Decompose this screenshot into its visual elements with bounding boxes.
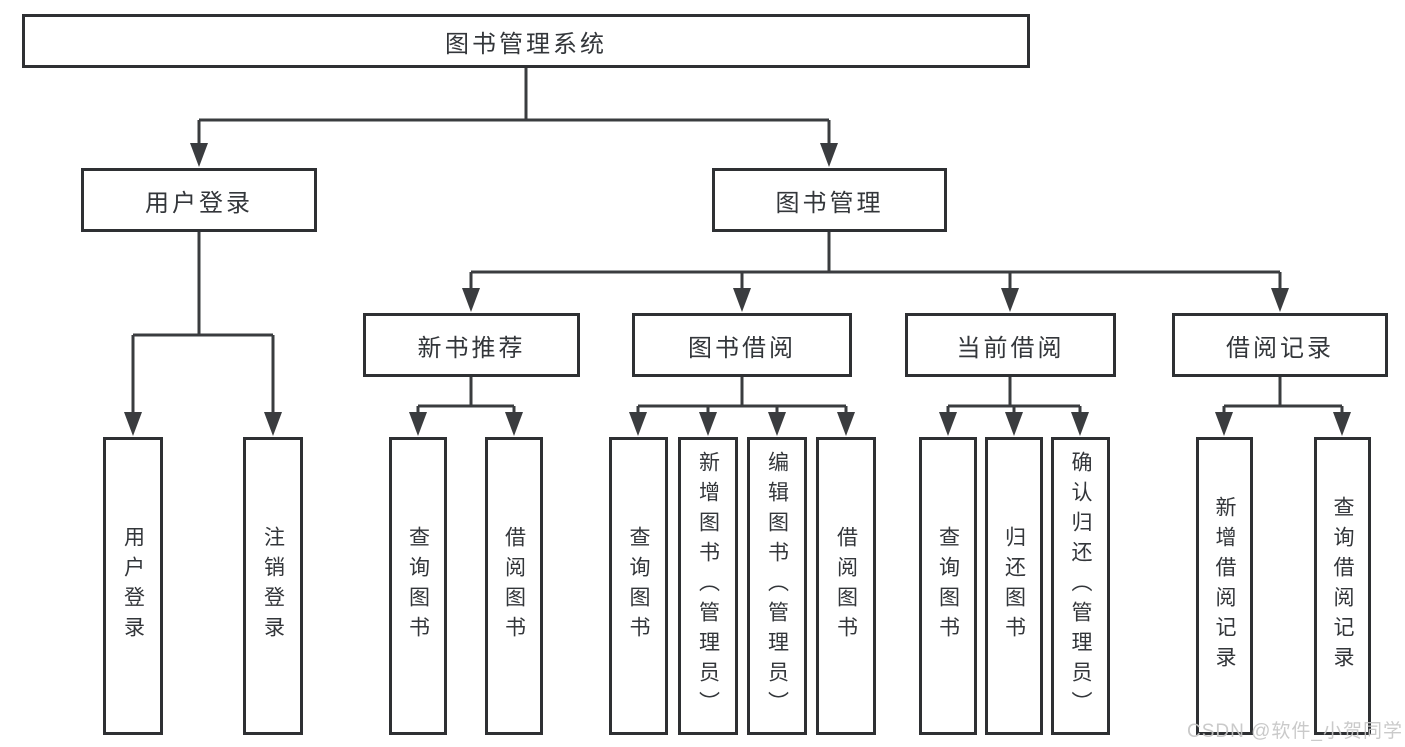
- leaf-newbook-query-books: 查询图书: [389, 437, 447, 735]
- node-current-borrow: 当前借阅: [905, 313, 1116, 377]
- node-root-library-system: 图书管理系统: [22, 14, 1030, 68]
- leaf-borrow-edit-books-admin: 编辑图书（管理员）: [747, 437, 807, 735]
- leaf-current-return-books-label: 归还图书: [1002, 526, 1026, 646]
- leaf-borrow-add-books-admin: 新增图书（管理员）: [678, 437, 738, 735]
- leaf-logout-label: 注销登录: [261, 526, 285, 646]
- node-user-login: 用户登录: [81, 168, 317, 232]
- leaf-newbook-query-books-label: 查询图书: [406, 526, 430, 646]
- leaf-newbook-borrow-books: 借阅图书: [485, 437, 543, 735]
- leaf-borrow-borrow-books: 借阅图书: [816, 437, 876, 735]
- node-user-login-label: 用户登录: [145, 189, 253, 217]
- leaf-records-query-record: 查询借阅记录: [1314, 437, 1371, 735]
- leaf-borrow-add-books-admin-label: 新增图书（管理员）: [696, 451, 720, 721]
- node-borrow-records-label: 借阅记录: [1226, 334, 1334, 362]
- node-root-label: 图书管理系统: [445, 30, 607, 58]
- leaf-borrow-borrow-books-label: 借阅图书: [834, 526, 858, 646]
- leaf-borrow-edit-books-admin-label: 编辑图书（管理员）: [765, 451, 789, 721]
- leaf-current-query-books-label: 查询图书: [936, 526, 960, 646]
- leaf-current-return-books: 归还图书: [985, 437, 1043, 735]
- node-book-borrow: 图书借阅: [632, 313, 852, 377]
- leaf-logout: 注销登录: [243, 437, 303, 735]
- csdn-watermark: CSDN @软件_小贺同学: [1187, 721, 1403, 742]
- leaf-user-login: 用户登录: [103, 437, 163, 735]
- leaf-borrow-query-books: 查询图书: [609, 437, 668, 735]
- leaf-newbook-borrow-books-label: 借阅图书: [502, 526, 526, 646]
- node-new-book-recommend-label: 新书推荐: [417, 334, 526, 362]
- leaf-records-add-record-label: 新增借阅记录: [1213, 496, 1236, 676]
- leaf-records-query-record-label: 查询借阅记录: [1331, 496, 1354, 676]
- node-book-management-label: 图书管理: [775, 189, 884, 217]
- node-book-management: 图书管理: [712, 168, 947, 232]
- leaf-current-query-books: 查询图书: [919, 437, 977, 735]
- node-book-borrow-label: 图书借阅: [688, 334, 796, 362]
- node-current-borrow-label: 当前借阅: [956, 334, 1065, 362]
- leaf-current-confirm-return-admin: 确认归还（管理员）: [1051, 437, 1110, 735]
- leaf-current-confirm-return-admin-label: 确认归还（管理员）: [1069, 451, 1092, 721]
- leaf-borrow-query-books-label: 查询图书: [627, 526, 650, 646]
- node-borrow-records: 借阅记录: [1172, 313, 1388, 377]
- node-new-book-recommend: 新书推荐: [363, 313, 580, 377]
- leaf-records-add-record: 新增借阅记录: [1196, 437, 1253, 735]
- leaf-user-login-label: 用户登录: [121, 526, 145, 646]
